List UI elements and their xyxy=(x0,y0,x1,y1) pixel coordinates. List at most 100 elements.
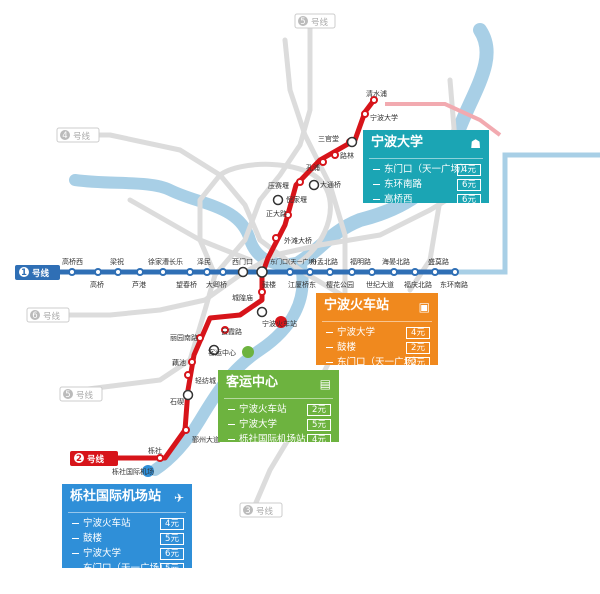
station-label: 樱花公园 xyxy=(326,280,354,289)
badge-texts: 5 号线 4 号线 6 号线 5 号线 3 号线 1 号线 2 号线 xyxy=(21,17,328,517)
station-label: 倪家堰 xyxy=(286,195,307,204)
line2-badge xyxy=(70,451,118,466)
station-label: 芦港 xyxy=(132,280,146,289)
station-label: 丽园南路 xyxy=(170,333,198,342)
station-label: 徐家漕长乐 xyxy=(148,257,183,266)
station-label: 东门口(天一广场) xyxy=(270,258,317,266)
line6-badge xyxy=(26,307,70,323)
station-label: 清水浦 xyxy=(366,89,387,98)
bus-stop-icon xyxy=(242,346,254,358)
line6-number: 6 xyxy=(32,311,37,321)
line5-label: 号线 xyxy=(311,17,329,28)
line5b-label: 号线 xyxy=(76,390,94,401)
plane-icon: ✈ xyxy=(173,491,184,505)
line1-number: 1 xyxy=(21,268,27,278)
transfer-stops xyxy=(182,136,358,401)
station-label: 盛莫路 xyxy=(428,257,449,266)
station-label: 三官堂 xyxy=(318,134,339,143)
train-icon: ▣ xyxy=(418,300,430,314)
card-title: 客运中心▤ xyxy=(226,375,331,391)
station-label: 栎社 xyxy=(148,446,162,455)
line2-label: 号线 xyxy=(87,454,105,465)
bus-icon: ▤ xyxy=(319,377,331,391)
line4-label: 号线 xyxy=(73,131,91,142)
divider xyxy=(68,512,186,513)
divider xyxy=(369,158,483,159)
station-label: 鄞州大道 xyxy=(192,435,220,444)
card-title: 宁波大学☗ xyxy=(371,135,481,151)
line3-badge xyxy=(239,502,283,518)
pink-line xyxy=(385,102,502,137)
card-title: 宁波火车站▣ xyxy=(324,298,430,314)
school-icon: ☗ xyxy=(470,137,481,151)
line1-label: 号线 xyxy=(32,268,50,279)
line3-label: 号线 xyxy=(256,506,274,517)
station-label: 孔浦 xyxy=(306,163,320,172)
station-label: 客运中心 xyxy=(208,348,236,357)
line2-number: 2 xyxy=(76,454,82,464)
line4-number: 4 xyxy=(62,131,67,141)
station-label: 大通桥 xyxy=(320,180,341,189)
station-label: 云霞路 xyxy=(221,327,242,336)
divider xyxy=(224,398,333,399)
line4-badge xyxy=(56,127,100,143)
station-label: 大卿桥 xyxy=(206,280,227,289)
line6-label: 号线 xyxy=(43,311,61,322)
station-label: 藕池 xyxy=(172,358,186,367)
line2-labels: 清水浦 宁波大学 三官堂 路林 孔浦 大通桥 压赛堰 倪家堰 正大路 外滩大桥 … xyxy=(112,89,398,476)
station-label: 西门口 xyxy=(232,257,253,266)
line1-labels: 高桥西 高桥 梁祝 芦港 徐家漕长乐 望春桥 泽民 大卿桥 西门口 鼓楼 东门口… xyxy=(62,257,468,289)
station-label: 海晏北路 xyxy=(382,257,410,266)
fare-row: 东门口（天一广场）2元 xyxy=(316,355,438,370)
station-label: 泽民 xyxy=(197,258,211,266)
line5b-number: 5 xyxy=(65,390,70,400)
station-label: 鼓楼 xyxy=(262,280,276,289)
line2-track xyxy=(118,98,376,461)
station-label: 福庆北路 xyxy=(404,280,432,289)
line-badges xyxy=(15,13,336,518)
card-title: 栎社国际机场站✈ xyxy=(70,489,184,505)
station-label: 石碶 xyxy=(170,397,184,406)
station-label: 正大路 xyxy=(266,209,287,218)
station-label: 高桥 xyxy=(90,280,104,289)
line1-extension xyxy=(455,152,600,275)
station-label: 世纪大道 xyxy=(366,280,394,289)
station-label: 东环南路 xyxy=(440,280,468,289)
fare-row: 东门口（天一广场）5元 xyxy=(62,561,192,576)
station-label: 宁波火车站 xyxy=(262,319,297,328)
line3-number: 3 xyxy=(245,506,250,516)
line5-badge-b xyxy=(59,386,103,402)
station-label: 外滩大桥 xyxy=(284,236,312,245)
station-label: 梁祝 xyxy=(110,257,124,266)
station-label: 城隍庙 xyxy=(232,293,253,302)
line5-badge xyxy=(294,13,336,29)
railway-stop-icon xyxy=(275,316,287,328)
line1-badge xyxy=(15,265,60,280)
station-label: 栎社国际机场 xyxy=(112,467,154,476)
river xyxy=(69,174,306,271)
divider xyxy=(322,321,432,322)
station-label: 望春桥 xyxy=(176,280,197,289)
station-label: 舟孟北路 xyxy=(310,257,338,266)
station-label: 路林 xyxy=(340,151,354,160)
station-label: 福明路 xyxy=(350,257,371,266)
station-label: 轻纺城 xyxy=(195,376,216,385)
airport-stop-icon xyxy=(142,465,154,477)
fare-row: 东门口（天一广场）4元 xyxy=(363,162,489,177)
line5-number: 5 xyxy=(300,17,305,27)
station-label: 压赛堰 xyxy=(268,181,289,190)
